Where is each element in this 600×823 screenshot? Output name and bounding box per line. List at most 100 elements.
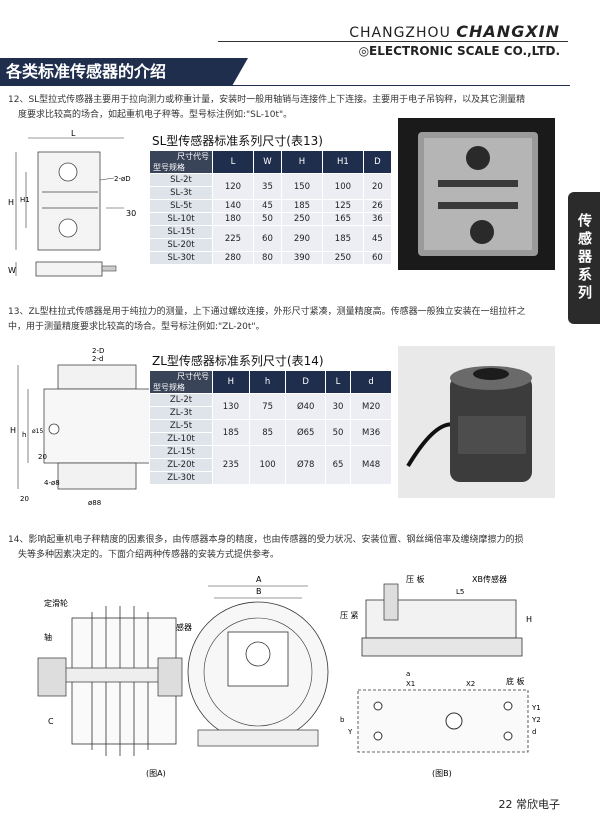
figb-plate-label: 压 板: [406, 574, 425, 584]
sl-corner-header: 尺寸代号型号规格: [149, 150, 213, 174]
figure-a: 定滑轮 轴 传感器 C A B (图A): [37, 575, 329, 778]
zl-sensor-photo: [398, 346, 555, 498]
sl-value-cell: 150: [281, 173, 323, 200]
zl-model-cell: ZL-3t: [149, 406, 213, 420]
figb-b-label: b: [340, 716, 345, 724]
sl-col-header: H: [281, 150, 323, 174]
zl-value-cell: 65: [324, 445, 352, 485]
figa-B-label: B: [256, 587, 262, 596]
figb-Y2-label: Y2: [531, 716, 541, 724]
zl-model-cell: ZL-30t: [149, 471, 213, 485]
sl-value-cell: 185: [281, 199, 323, 213]
sl-sensor-photo: [398, 118, 555, 270]
figb-presser-label: 压 紧: [340, 611, 359, 620]
sl-col-header: W: [252, 150, 283, 174]
figb-d-label: d: [532, 728, 536, 736]
zl-model-cell: ZL-15t: [149, 445, 213, 459]
sl-value-cell: 60: [252, 225, 283, 252]
zl-value-cell: Ø65: [285, 419, 326, 446]
figb-Y1-label: Y1: [531, 704, 541, 712]
zl-desc-line1: 13、ZL型柱拉式传感器是用于纯拉力的测量，上下通过螺纹连接，外形尺寸紧凑，测量…: [8, 307, 526, 317]
sl-value-cell: 390: [281, 251, 323, 265]
figa-pulley-label: 定滑轮: [44, 598, 68, 608]
sl-model-cell: SL-15t: [149, 225, 213, 239]
zl-label-d88: ø88: [88, 499, 101, 507]
figa-sensor-label: 传感器: [168, 622, 192, 632]
zl-label-2d: 2-d: [92, 355, 103, 363]
zl-label-2D: 2-D: [92, 347, 104, 355]
zl-value-cell: 185: [212, 419, 250, 446]
sl-value-cell: 100: [321, 173, 364, 200]
figa-A-label: A: [256, 575, 262, 584]
zl-label-d15: ø15: [32, 428, 43, 435]
sl-label-W: W: [8, 266, 16, 275]
page-footer: 22 常欣电子: [499, 796, 561, 812]
sl-value-cell: 225: [212, 225, 254, 252]
header-divider: [218, 41, 568, 42]
zl-col-header: D: [285, 370, 326, 394]
footer-company: 常欣电子: [516, 798, 560, 811]
sl-desc-line2: 度要求比较高的场合，如起重机电子秤等。型号标注例如:"SL-10t"。: [18, 110, 293, 120]
sl-value-cell: 20: [362, 173, 393, 200]
sl-drawing: L H H1 2-øD 30 W: [8, 130, 136, 277]
company-name: ◎ELECTRONIC SCALE CO.,LTD.: [358, 44, 560, 58]
title-rule: [232, 85, 570, 86]
sl-value-cell: 26: [362, 199, 393, 213]
zl-model-cell: ZL-10t: [149, 432, 213, 446]
brand-header: CHANGZHOU CHANGXIN: [349, 22, 560, 41]
zl-desc-line2: 中，用于测量精度要求比较高的场合。型号标注例如:"ZL-20t"。: [8, 322, 265, 332]
zl-label-4d8: 4-ø8: [44, 479, 60, 487]
sl-value-cell: 250: [321, 251, 364, 265]
sl-value-cell: 36: [362, 212, 393, 226]
figb-base-label: 底 板: [506, 676, 525, 686]
zl-value-cell: 30: [324, 393, 352, 420]
sl-col-header: H1: [321, 150, 364, 174]
figb-L5-label: L5: [456, 588, 464, 596]
figb-X2-label: X2: [466, 680, 475, 688]
install-desc-line2: 失等多种因素决定的。下面介绍两种传感器的安装方式提供参考。: [18, 550, 280, 560]
sl-table-title: SL型传感器标准系列尺寸(表13): [152, 134, 323, 148]
table-row: SL-20t: [149, 238, 392, 252]
sl-value-cell: 180: [212, 212, 254, 226]
zl-col-header: L: [324, 370, 352, 394]
zl-table-title: ZL型传感器标准系列尺寸(表14): [152, 354, 324, 368]
zl-corner-header: 尺寸代号型号规格: [149, 370, 213, 394]
zl-value-cell: 50: [324, 419, 352, 446]
sl-value-cell: 280: [212, 251, 254, 265]
brand-city: CHANGZHOU: [349, 25, 451, 41]
figb-H-label: H: [526, 615, 532, 624]
zl-value-cell: 75: [248, 393, 287, 420]
zl-value-cell: Ø78: [285, 445, 326, 485]
sl-value-cell: 125: [321, 199, 364, 213]
zl-model-cell: ZL-2t: [149, 393, 213, 407]
zl-label-20b: 20: [20, 495, 29, 503]
figa-caption: (图A): [146, 769, 166, 778]
sl-label-H1: H1: [20, 196, 30, 204]
sl-corner-top: 尺寸代号: [177, 152, 209, 161]
sl-value-cell: 45: [362, 225, 393, 252]
zl-value-cell: M36: [350, 419, 392, 446]
sl-value-cell: 185: [321, 225, 364, 252]
zl-value-cell: M48: [350, 445, 392, 485]
sl-model-cell: SL-3t: [149, 186, 213, 200]
sl-value-cell: 50: [252, 212, 283, 226]
install-desc-line1: 14、影响起重机电子秤精度的因素很多，由传感器本身的精度，也由传感器的受力状况、…: [8, 535, 524, 545]
table-row: ZL-30t: [149, 471, 392, 485]
sl-value-cell: 290: [281, 225, 323, 252]
zl-label-H: H: [10, 426, 16, 435]
figa-C-label: C: [48, 717, 54, 726]
zl-value-cell: 85: [248, 419, 287, 446]
figb-caption: (图B): [432, 769, 452, 778]
zl-corner-bottom: 型号规格: [153, 383, 185, 392]
zl-value-cell: Ø40: [285, 393, 326, 420]
